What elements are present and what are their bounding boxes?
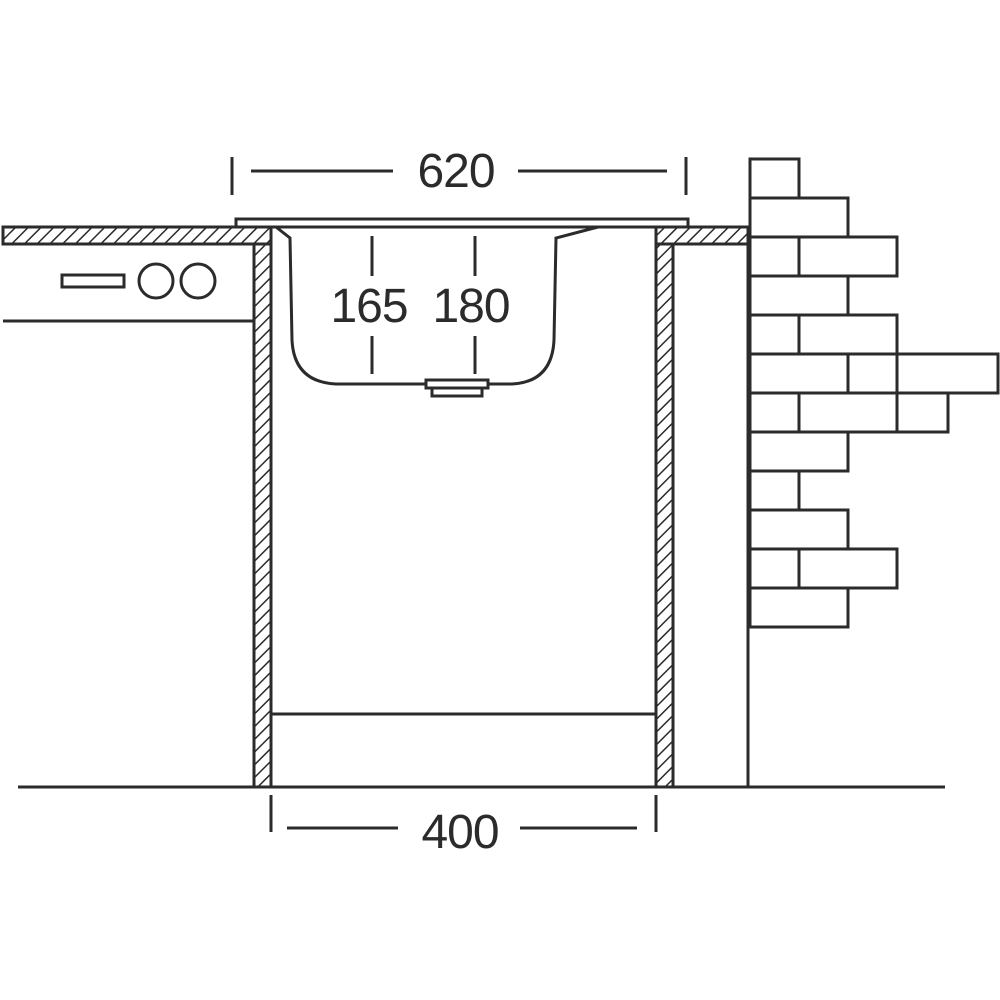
brick — [748, 274, 850, 317]
sink-bowl — [275, 225, 599, 386]
brick — [748, 313, 801, 356]
cabinet-side-left — [252, 242, 273, 789]
cabinet-side-right — [654, 242, 675, 789]
appliance-display-slot — [60, 273, 126, 289]
brick — [748, 235, 801, 278]
dimension-overall-width-label: 620 — [417, 145, 494, 198]
brick — [748, 547, 801, 590]
brick — [797, 235, 899, 278]
brick — [748, 586, 850, 629]
brick — [748, 352, 850, 395]
brick — [748, 430, 850, 473]
brick — [748, 391, 801, 434]
dimension-bowl-depth-1: 165 — [330, 236, 409, 374]
appliance-front — [3, 262, 253, 323]
brick — [797, 547, 899, 590]
brick — [748, 469, 801, 512]
brick — [748, 508, 850, 551]
brick — [797, 313, 899, 356]
dimension-bowl-depth-2-label: 180 — [432, 280, 509, 333]
sink-drain — [424, 378, 490, 398]
dimension-cabinet-width: 400 — [269, 795, 658, 859]
brick — [748, 196, 850, 239]
dimension-overall-width: 620 — [230, 145, 688, 198]
countertop-right — [654, 225, 750, 246]
brick-wall — [748, 157, 1000, 629]
brick — [846, 352, 899, 395]
brick — [748, 157, 801, 200]
dimension-bowl-depth-2: 180 — [432, 236, 511, 374]
appliance-knob-icon — [179, 262, 217, 300]
dimension-bowl-depth-1-label: 165 — [330, 280, 407, 333]
appliance-knob-icon — [137, 262, 175, 300]
brick — [797, 391, 899, 434]
brick — [895, 391, 950, 434]
dimension-cabinet-width-label: 400 — [421, 806, 498, 859]
sink-rim — [234, 217, 690, 229]
brick — [895, 352, 1000, 395]
countertop-left — [1, 225, 273, 246]
